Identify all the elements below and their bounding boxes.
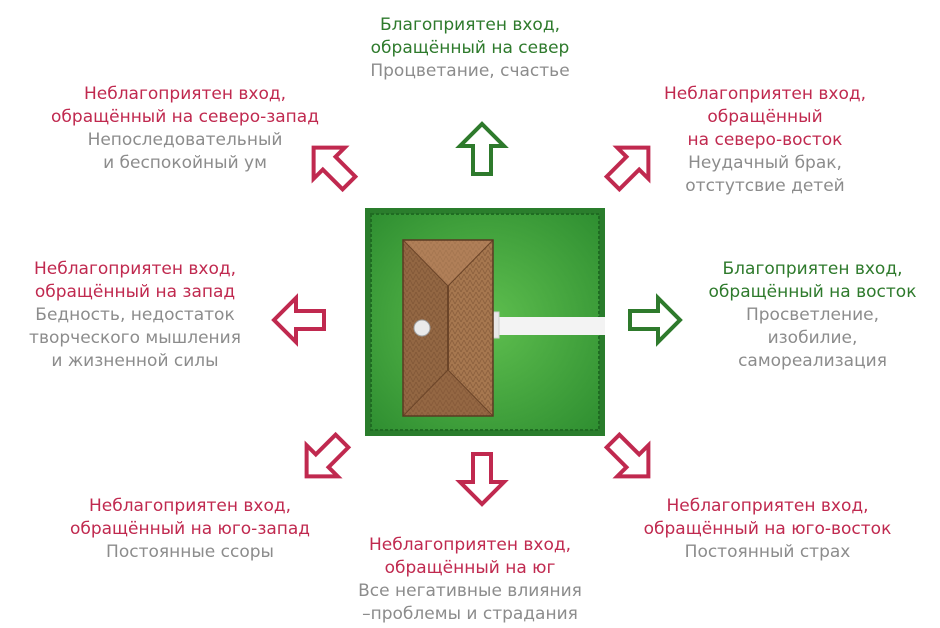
chimney — [413, 319, 431, 337]
southeast-arrow-icon — [603, 431, 651, 479]
east-title-line-1: Благоприятен вход, — [722, 259, 903, 279]
south-title-line-2: обращённый на юг — [384, 558, 556, 578]
northwest-title-line-1: Неблагоприятен вход, — [83, 84, 287, 104]
east-desc-line-1: Просветление, — [745, 305, 880, 325]
west-arrow-icon — [271, 293, 326, 347]
north-desc-line-1: Процветание, счастье — [370, 61, 570, 81]
southeast-entrance-block: Неблагоприятен вход, обращённый на юго-в… — [610, 495, 925, 564]
south-entrance-block: Неблагоприятен вход, обращённый на юг Вс… — [335, 534, 605, 626]
northwest-desc-line-1: Непоследовательный — [87, 130, 283, 150]
east-title-line-2: обращённый на восток — [708, 282, 917, 302]
north-title-line-2: обращённый на север — [370, 38, 570, 58]
south-desc-line-2: –проблемы и страдания — [362, 604, 578, 624]
west-title-line-2: обращённый на запад — [34, 282, 236, 302]
northwest-desc-line-2: и беспокойный ум — [103, 153, 267, 173]
southwest-desc-line-1: Постоянные ссоры — [106, 542, 274, 562]
northeast-desc-line-1: Неудачный брак, — [688, 153, 842, 173]
northwest-arrow-icon — [311, 145, 359, 193]
house-roof — [402, 239, 494, 417]
southwest-title-line-2: обращённый на юго-запад — [69, 519, 311, 539]
west-desc-line-2: творческого мышления — [29, 328, 241, 348]
east-entrance-block: Благоприятен вход, обращённый на восток … — [685, 258, 940, 373]
northeast-desc-line-2: отстутсвие детей — [685, 176, 845, 196]
southeast-title-line-1: Неблагоприятен вход, — [666, 496, 869, 516]
east-arrow-icon — [628, 293, 683, 347]
southwest-entrance-block: Неблагоприятен вход, обращённый на юго-з… — [40, 495, 340, 564]
southeast-title-line-2: обращённый на юго-восток — [643, 519, 892, 539]
southeast-desc-line-1: Постоянный страх — [684, 542, 851, 562]
east-desc-line-3: самореализация — [738, 351, 887, 371]
west-desc-line-1: Бедность, недостаток — [35, 305, 235, 325]
northeast-title-line-3: на северо-восток — [687, 130, 843, 150]
northeast-arrow-icon — [603, 145, 651, 193]
northwest-entrance-block: Неблагоприятен вход, обращённый на север… — [25, 83, 345, 175]
southwest-arrow-icon — [304, 431, 352, 479]
northeast-entrance-block: Неблагоприятен вход, обращённый на север… — [620, 83, 910, 198]
southwest-title-line-1: Неблагоприятен вход, — [88, 496, 292, 516]
south-arrow-icon — [455, 452, 509, 507]
north-entrance-block: Благоприятен вход, обращённый на север П… — [320, 14, 620, 83]
northeast-title-line-1: Неблагоприятен вход, — [663, 84, 867, 104]
west-entrance-block: Неблагоприятен вход, обращённый на запад… — [0, 258, 270, 373]
north-title-line-1: Благоприятен вход, — [380, 15, 560, 35]
south-title-line-1: Неблагоприятен вход, — [368, 535, 572, 555]
north-arrow-icon — [455, 121, 509, 176]
northeast-title-line-2: обращённый — [707, 107, 823, 127]
west-title-line-1: Неблагоприятен вход, — [33, 259, 237, 279]
house-plot-image — [365, 208, 605, 436]
east-desc-line-2: изобилие, — [767, 328, 858, 348]
driveway — [493, 317, 605, 335]
northwest-title-line-2: обращённый на северо-запад — [51, 107, 319, 127]
south-desc-line-1: Все негативные влияния — [358, 581, 582, 601]
west-desc-line-3: и жизненной силы — [51, 351, 219, 371]
